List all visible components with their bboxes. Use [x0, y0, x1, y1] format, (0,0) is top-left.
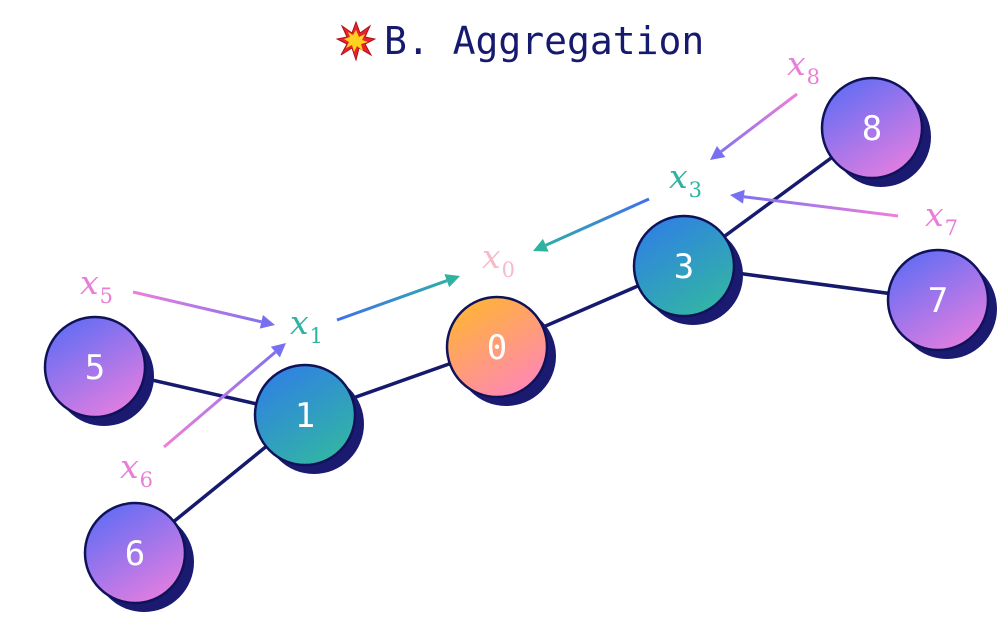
arrow-x3-to-x0 — [533, 197, 650, 252]
arrow-x6-to-x1 — [163, 343, 286, 449]
message-label-x3-sub: 3 — [689, 178, 702, 202]
node-8-circle — [820, 76, 924, 180]
message-label-x0: x0 — [482, 237, 515, 282]
node-0-label: 0 — [487, 328, 507, 368]
message-label-x5-sub: 5 — [100, 284, 113, 308]
node-3: 3 — [632, 214, 743, 325]
node-5-circle — [43, 315, 147, 419]
message-label-x6: x6 — [120, 447, 153, 492]
diagram-title-text: B. Aggregation — [384, 19, 705, 63]
node-7-label: 7 — [928, 281, 948, 321]
node-5: 5 — [43, 315, 154, 426]
node-6-circle — [83, 501, 187, 605]
arrow-x8-to-x3 — [710, 92, 798, 160]
node-5-label: 5 — [85, 348, 105, 388]
arrow-x1-to-x0-shaft — [336, 279, 448, 322]
arrow-x8-to-x3-shaft — [720, 92, 798, 153]
node-0-circle — [445, 295, 549, 399]
message-label-x1-base: x — [290, 303, 309, 342]
node-1-circle — [253, 363, 357, 467]
message-label-x0-base: x — [482, 237, 501, 276]
arrow-x5-to-x1 — [132, 290, 275, 329]
message-label-x3-base: x — [669, 157, 688, 196]
node-6: 6 — [83, 501, 194, 612]
message-label-x7-base: x — [925, 195, 944, 234]
arrow-x5-to-x1-shaft — [132, 290, 262, 324]
message-label-x0-sub: 0 — [502, 258, 515, 282]
node-0: 0 — [445, 295, 556, 406]
nodes: 0 1 3 5 6 7 8 — [43, 76, 997, 612]
node-3-circle — [632, 214, 736, 318]
message-label-x6-base: x — [120, 447, 139, 486]
arrow-x8-to-x3-head — [710, 145, 726, 160]
node-7-circle — [886, 248, 990, 352]
diagram-title: B. Aggregation — [336, 16, 704, 66]
message-label-x1-sub: 1 — [310, 324, 323, 348]
arrow-x6-to-x1-shaft — [163, 350, 277, 449]
node-8: 8 — [820, 76, 931, 187]
node-7: 7 — [886, 248, 997, 359]
message-label-x1: x1 — [290, 303, 323, 348]
message-label-x8: x8 — [787, 44, 820, 89]
message-label-x8-sub: 8 — [807, 65, 820, 89]
node-1-label: 1 — [295, 396, 315, 436]
message-label-x3: x3 — [669, 157, 702, 202]
arrow-x7-to-x3-head — [730, 189, 745, 204]
message-arrows — [132, 92, 899, 449]
node-8-label: 8 — [862, 109, 882, 149]
arrow-x5-to-x1-head — [259, 315, 275, 329]
node-3-label: 3 — [674, 247, 694, 287]
arrow-x1-to-x0 — [336, 274, 460, 322]
node-6-label: 6 — [125, 534, 145, 574]
message-label-x7: x7 — [925, 195, 958, 240]
arrow-x7-to-x3 — [730, 189, 899, 218]
arrow-x7-to-x3-shaft — [743, 195, 899, 218]
message-label-x8-base: x — [787, 44, 806, 83]
node-1: 1 — [253, 363, 364, 474]
message-label-x5-base: x — [80, 263, 99, 302]
arrow-x6-to-x1-head — [270, 343, 286, 358]
message-label-x5: x5 — [80, 263, 113, 308]
arrow-x3-to-x0-shaft — [545, 197, 650, 247]
arrow-x1-to-x0-head — [444, 274, 460, 288]
message-label-x7-sub: 7 — [945, 216, 958, 240]
arrow-x3-to-x0-head — [533, 238, 549, 252]
explosion-icon — [336, 21, 376, 61]
message-label-x6-sub: 6 — [140, 468, 153, 492]
